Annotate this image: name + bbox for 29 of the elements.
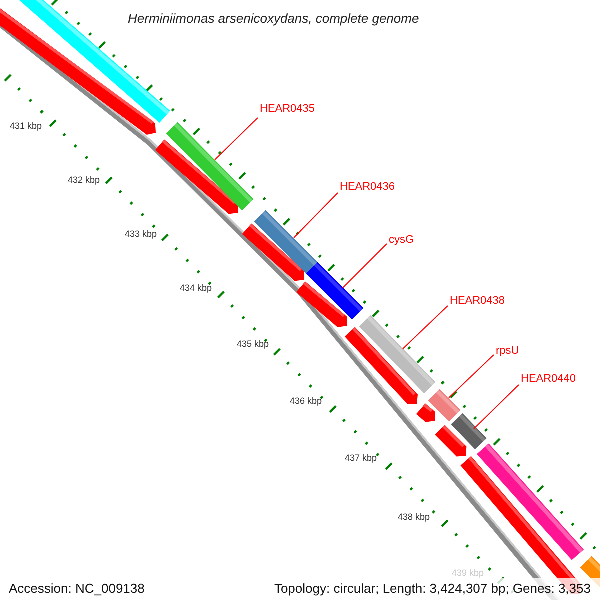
leader-line (448, 354, 494, 398)
gene-bar (451, 414, 487, 450)
gene-label: HEAR0435 (260, 103, 316, 116)
tick-label: 433 kbp (125, 229, 158, 240)
gene-bar (428, 389, 461, 422)
gene-bar (166, 122, 254, 211)
footer-text: Accession: NC_009138 (9, 580, 145, 598)
gene-label: rpsU (496, 345, 520, 358)
gene-bar (306, 262, 364, 320)
map-title: Herminiimonas arsenicoxydans, complete genome (128, 10, 420, 28)
gene-label: cysG (389, 234, 414, 247)
leader-line (402, 306, 448, 350)
gene-label: HEAR0436 (340, 181, 396, 194)
tick-label: 432 kbp (68, 175, 100, 186)
leader-line (294, 192, 338, 238)
gene-bar (254, 210, 318, 274)
tick-label: 434 kbp (180, 283, 212, 294)
leader-line (342, 244, 388, 288)
tick-label: 431 kbp (10, 121, 42, 132)
gene-bar (359, 315, 436, 394)
gene-label: HEAR0438 (450, 295, 506, 308)
tick-label: 436 kbp (290, 396, 322, 407)
footer-text: Topology: circular; Length: 3,424,307 bp; Genes: 3,353 (274, 580, 591, 598)
tick-label: 438 kbp (398, 512, 430, 523)
gene-label: HEAR0440 (521, 373, 576, 386)
tick-label: 435 kbp (237, 339, 270, 350)
leader-line (214, 118, 258, 160)
tick-label: 437 kbp (345, 453, 378, 464)
leader-line (474, 384, 520, 430)
